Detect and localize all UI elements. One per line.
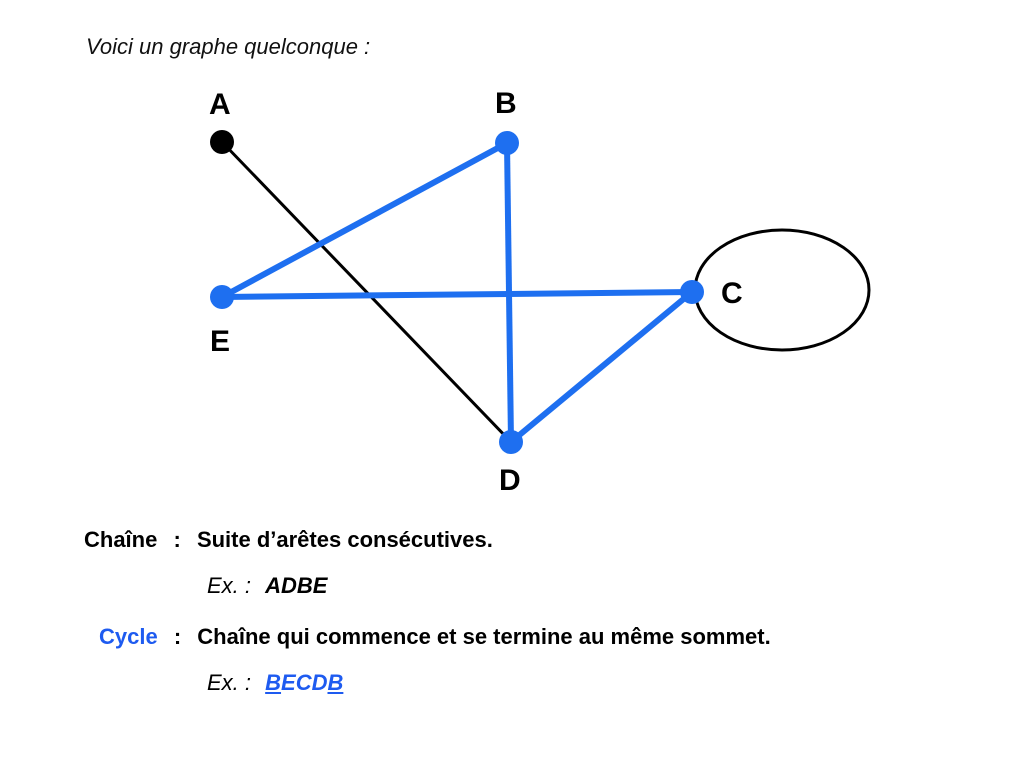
vertex-label-E: E (210, 325, 230, 358)
intro-text: Voici un graphe quelconque : (86, 34, 371, 59)
term-chaine: Chaîne (84, 527, 158, 552)
vertex-label-D: D (499, 464, 521, 497)
example-cycle: Ex. : BECDB (207, 670, 343, 696)
example-cycle-first: B (265, 670, 282, 695)
definition-cycle: Cycle : Chaîne qui commence et se termin… (99, 624, 771, 650)
example-cycle-middle: ECD (281, 670, 328, 695)
term-cycle: Cycle (99, 624, 158, 649)
vertex-B (495, 131, 519, 155)
example-label: Ex. : (207, 573, 252, 598)
vertex-E (210, 285, 234, 309)
vertex-label-A: A (209, 88, 231, 121)
definition-chaine: Chaîne : Suite d’arêtes consécutives. (84, 527, 493, 553)
definition-chaine-text: Suite d’arêtes consécutives. (196, 527, 493, 552)
example-cycle-value: BECDB (265, 670, 343, 695)
example-cycle-last: B (327, 670, 344, 695)
graph-diagram: A B C D E (209, 87, 871, 497)
edge-E-C (221, 289, 693, 300)
vertex-label-C: C (721, 277, 743, 310)
example-label: Ex. : (207, 670, 252, 695)
vertex-C (680, 280, 704, 304)
separator: : (173, 527, 181, 552)
example-chaine: Ex. : ADBE (207, 573, 327, 599)
edge-C-D (509, 289, 694, 445)
edge-E-B (220, 140, 509, 300)
separator: : (173, 624, 182, 649)
example-chaine-value: ADBE (265, 573, 328, 598)
edge-A-D (220, 140, 513, 444)
vertex-D (499, 430, 523, 454)
definition-cycle-text: Chaîne qui commence et se termine au mêm… (197, 624, 771, 649)
vertex-A (210, 130, 234, 154)
vertex-label-B: B (495, 87, 517, 120)
